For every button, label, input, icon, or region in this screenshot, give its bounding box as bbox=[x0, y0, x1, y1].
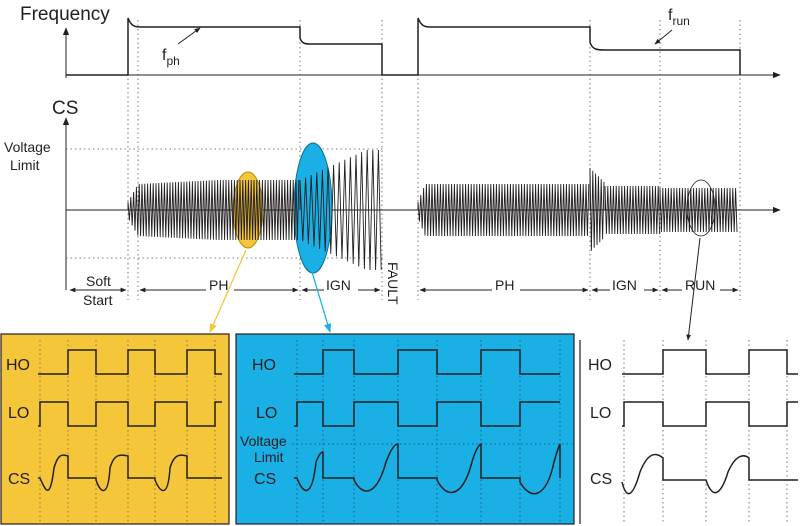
ph-zoom-panel: HO LO CS bbox=[0, 333, 230, 525]
cs-oscillation-segment bbox=[604, 185, 661, 235]
cs-oscillation-envelope bbox=[127, 149, 738, 271]
phase-axis: Soft Start PH IGN FAULT PH IGN RUN bbox=[69, 262, 739, 308]
ph-cs-label: CS bbox=[8, 471, 30, 488]
fph-label: fph bbox=[162, 47, 180, 68]
phase-soft-start-line2: Start bbox=[83, 292, 113, 308]
cs-oscillation-segment bbox=[589, 167, 605, 251]
ign-lo-waveform bbox=[294, 401, 560, 427]
ign-cs-waveform bbox=[294, 443, 561, 495]
run-zoom-highlight bbox=[686, 179, 716, 237]
ign-ho-label: HO bbox=[252, 357, 276, 374]
phase-ph-1: PH bbox=[209, 277, 228, 293]
cs-oscillation-segment bbox=[127, 179, 300, 241]
phase-soft-start-line1: Soft bbox=[86, 273, 111, 289]
frun-label: frun bbox=[668, 7, 690, 28]
phase-ph-2: PH bbox=[495, 277, 514, 293]
ign-voltage-limit-line2: Limit bbox=[254, 449, 284, 465]
frequency-waveform bbox=[66, 17, 741, 76]
run-ho-waveform bbox=[622, 349, 798, 375]
run-ho-label: HO bbox=[588, 357, 612, 374]
run-cs-waveform bbox=[621, 453, 798, 495]
fph-pointer bbox=[177, 27, 201, 45]
phase-ign-2: IGN bbox=[612, 277, 637, 293]
ph-lo-label: LO bbox=[8, 405, 29, 422]
frequency-axis-label: Frequency bbox=[20, 4, 110, 25]
frun-pointer bbox=[654, 29, 673, 45]
ign-zoom-pointer bbox=[311, 271, 332, 333]
phase-run: RUN bbox=[685, 277, 715, 293]
cs-voltage-limit-line1: Voltage bbox=[4, 139, 51, 155]
run-lo-waveform bbox=[622, 401, 798, 427]
ign-ho-waveform bbox=[294, 349, 560, 375]
cs-axis-label: CS bbox=[52, 98, 78, 119]
ph-zoom-pointer bbox=[209, 249, 247, 333]
ph-lo-waveform bbox=[38, 401, 222, 427]
ign-voltage-limit-line1: Voltage bbox=[240, 433, 287, 449]
frequency-plot: Frequency fph frun bbox=[20, 4, 781, 79]
cs-oscillation-segment bbox=[417, 183, 590, 237]
cs-voltage-limit-line2: Limit bbox=[10, 157, 40, 173]
ign-cs-label: CS bbox=[254, 471, 276, 488]
phase-fault: FAULT bbox=[385, 262, 401, 305]
ph-ho-label: HO bbox=[6, 357, 30, 374]
ph-cs-waveform bbox=[38, 454, 222, 492]
run-zoom-pointer bbox=[686, 237, 701, 341]
run-cs-label: CS bbox=[590, 471, 612, 488]
cs-oscillation-segment bbox=[659, 187, 738, 233]
ph-ho-waveform bbox=[38, 349, 222, 375]
cs-plot: CS Voltage Limit bbox=[4, 98, 781, 290]
run-zoom-panel: HO LO CS bbox=[579, 340, 798, 524]
ign-lo-label: LO bbox=[256, 405, 277, 422]
ign-zoom-panel: HO LO Voltage Limit CS bbox=[235, 333, 575, 525]
cs-oscillation-segment bbox=[299, 149, 382, 271]
phase-ign-1: IGN bbox=[326, 277, 351, 293]
run-lo-label: LO bbox=[590, 405, 611, 422]
